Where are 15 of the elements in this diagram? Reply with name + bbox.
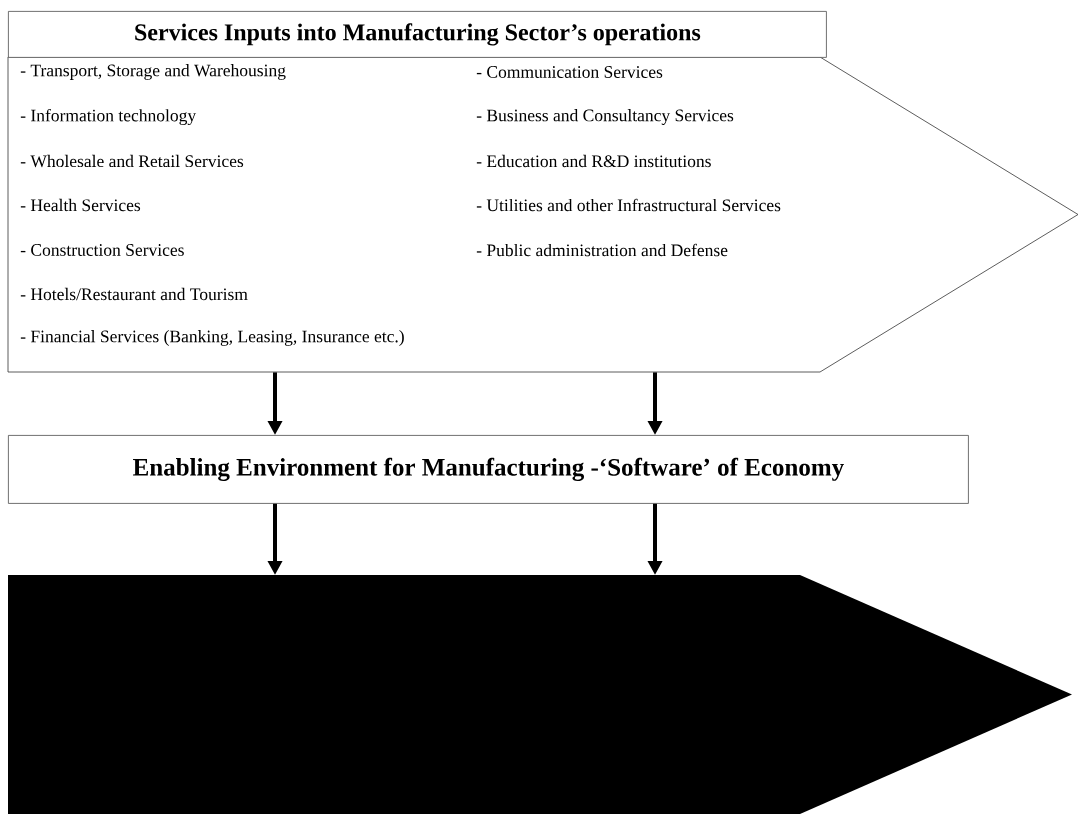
list-item: - Education and R&D institutions: [476, 154, 711, 168]
list-item: - Business and Consultancy Services: [476, 109, 734, 125]
arrow-shape: [8, 575, 1072, 814]
list-item: - Communication Services: [476, 66, 663, 78]
list-item: - Public administration and Defense: [476, 243, 728, 257]
list-item: - Construction Services: [20, 244, 184, 256]
list-item: - Health Services: [20, 198, 141, 212]
list-item: - Utilities and other Infrastructural Services: [476, 198, 781, 212]
title-box: Enabling Environment for Manufacturing -‘Software’ of Economy: [8, 435, 969, 504]
heading-box: Services Inputs into Manufacturing Sector’s operations: [8, 11, 827, 58]
list-item: - Wholesale and Retail Services: [20, 154, 244, 168]
list-item: - Hotels/Restaurant and Tourism: [20, 287, 248, 301]
list-item: - Financial Services (Banking, Leasing, Insurance etc.): [20, 330, 404, 346]
list-item: - Information technology: [20, 108, 197, 126]
list-item: - Transport, Storage and Warehousing: [20, 64, 286, 80]
